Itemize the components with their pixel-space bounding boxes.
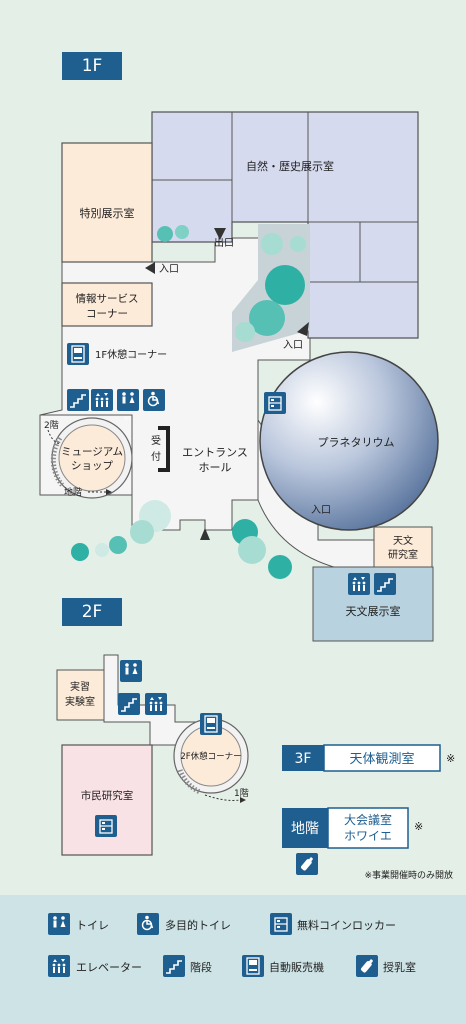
stairs-up-label: 2階 bbox=[44, 420, 59, 431]
legend-panel bbox=[0, 895, 466, 1024]
stairs-icon bbox=[117, 692, 141, 716]
info-service-label-1: 情報サービス bbox=[76, 292, 139, 305]
elevator-icon bbox=[145, 693, 167, 715]
floor-label-3f: 3F bbox=[295, 751, 312, 767]
legend-nursing-icon bbox=[356, 955, 378, 977]
floor-label-b-bg bbox=[282, 808, 328, 848]
garden-dot bbox=[95, 543, 109, 557]
legend-elevator-icon bbox=[48, 955, 70, 977]
legend-vending-label: 自動販売機 bbox=[269, 960, 324, 974]
special-exhibit-room bbox=[61, 142, 153, 263]
garden-dot bbox=[238, 536, 266, 564]
legend-locker-icon bbox=[269, 912, 293, 936]
floor-label-1f: 1F bbox=[82, 56, 103, 76]
shop-label-2: ショップ bbox=[71, 460, 113, 472]
reception-label-2: 付 bbox=[151, 450, 161, 463]
legend-elevator-label: エレベーター bbox=[76, 961, 142, 974]
practice-lab-room bbox=[56, 669, 105, 721]
accessible-toilet-icon bbox=[142, 388, 166, 412]
legend-stairs-icon bbox=[162, 954, 186, 978]
exit-arrow-icon bbox=[214, 228, 226, 240]
stairs-down-1f-label: 1階 bbox=[234, 788, 249, 799]
conference-label-1: 大会議室 bbox=[344, 812, 392, 827]
conference-box bbox=[327, 807, 409, 849]
garden-dot bbox=[290, 236, 306, 252]
floor-label-b: 地階 bbox=[291, 821, 319, 837]
conference-note: ※ bbox=[414, 820, 423, 833]
entrance-right-label: 入口 bbox=[283, 340, 303, 351]
astro-exhibit-room bbox=[312, 566, 434, 642]
vending-machine-icon bbox=[66, 342, 90, 366]
astro-exhibit-label: 天文展示室 bbox=[346, 604, 401, 618]
stairs-icon bbox=[66, 388, 90, 412]
info-service-corner bbox=[61, 282, 153, 327]
entrance-arrow-icon bbox=[297, 322, 309, 336]
shop-label-1: ミュージアム bbox=[61, 446, 123, 458]
planetarium bbox=[259, 351, 439, 531]
legend-vending-icon bbox=[241, 954, 265, 978]
stairs-down-label: 地階 bbox=[64, 486, 82, 498]
observatory-label: 天体観測室 bbox=[349, 751, 414, 767]
practice-lab-label-1: 実習 bbox=[70, 680, 90, 693]
main-entrance-arrow-icon bbox=[200, 528, 210, 540]
museum-shop bbox=[58, 424, 126, 492]
nature-history-label: 自然・歴史展示室 bbox=[246, 159, 334, 173]
toilet-icon bbox=[120, 660, 142, 682]
rest-corner-2f-label: 2F休憩コーナー bbox=[180, 751, 241, 762]
nursing-room-icon bbox=[296, 853, 318, 875]
legend-locker-label: 無料コインロッカー bbox=[297, 918, 396, 932]
floor-label-1f-bg bbox=[62, 52, 122, 80]
elevator-icon bbox=[91, 389, 113, 411]
exit-label: 出口 bbox=[214, 236, 234, 249]
planetarium-label: プラネタリウム bbox=[318, 436, 395, 449]
entrance-hall-label-1: エントランス bbox=[182, 446, 248, 459]
legend-accessible-toilet-icon bbox=[136, 912, 160, 936]
entrance-arrow-icon bbox=[145, 262, 155, 274]
stairs-icon bbox=[373, 572, 397, 596]
observatory-note: ※ bbox=[446, 752, 455, 765]
toilet-icon bbox=[117, 389, 139, 411]
garden-dot bbox=[157, 226, 173, 242]
entrance-hall-label-2: ホール bbox=[199, 461, 232, 474]
garden-dot bbox=[268, 555, 292, 579]
garden-dot bbox=[261, 233, 283, 255]
footnote: ※事業開催時のみ開放 bbox=[364, 869, 453, 881]
astro-lab-label-2: 研究室 bbox=[388, 548, 418, 561]
legend-stairs-label: 階段 bbox=[190, 960, 212, 974]
citizen-lab-label: 市民研究室 bbox=[81, 789, 134, 802]
legend-nursing-label: 授乳室 bbox=[383, 960, 416, 974]
garden-dot bbox=[71, 543, 89, 561]
rest-corner-1f-label: 1F休憩コーナー bbox=[95, 348, 167, 361]
floor-label-2f-bg bbox=[62, 598, 122, 626]
locker-icon bbox=[263, 391, 287, 415]
legend-toilet-icon bbox=[48, 913, 70, 935]
observatory-box bbox=[323, 744, 441, 772]
garden-dot bbox=[175, 225, 189, 239]
legend-accessible-toilet-label: 多目的トイレ bbox=[165, 918, 231, 932]
floor-label-3f-bg bbox=[282, 745, 324, 771]
wc-tag: WC bbox=[124, 416, 133, 422]
vending-machine-icon bbox=[199, 712, 223, 736]
garden-dot bbox=[130, 520, 154, 544]
astro-lab-label-1: 天文 bbox=[393, 534, 413, 547]
legend-toilet-label: トイレ bbox=[76, 919, 109, 932]
elevator-icon bbox=[348, 573, 370, 595]
astro-lab-room bbox=[373, 526, 433, 568]
info-service-label-2: コーナー bbox=[86, 308, 128, 320]
entrance-left-label: 入口 bbox=[159, 264, 179, 275]
garden-dot bbox=[109, 536, 127, 554]
reception-label-1: 受 bbox=[151, 435, 161, 447]
floor-label-2f: 2F bbox=[82, 602, 103, 622]
locker-icon bbox=[94, 814, 118, 838]
practice-lab-label-2: 実験室 bbox=[65, 695, 95, 708]
garden-dot bbox=[265, 265, 305, 305]
planetarium-entrance-label: 入口 bbox=[311, 505, 331, 516]
special-exhibit-label: 特別展示室 bbox=[80, 206, 135, 220]
garden-dot bbox=[249, 300, 285, 336]
garden-dot bbox=[235, 322, 255, 342]
reception-desk bbox=[158, 426, 170, 472]
conference-label-2: ホワイエ bbox=[344, 829, 392, 843]
